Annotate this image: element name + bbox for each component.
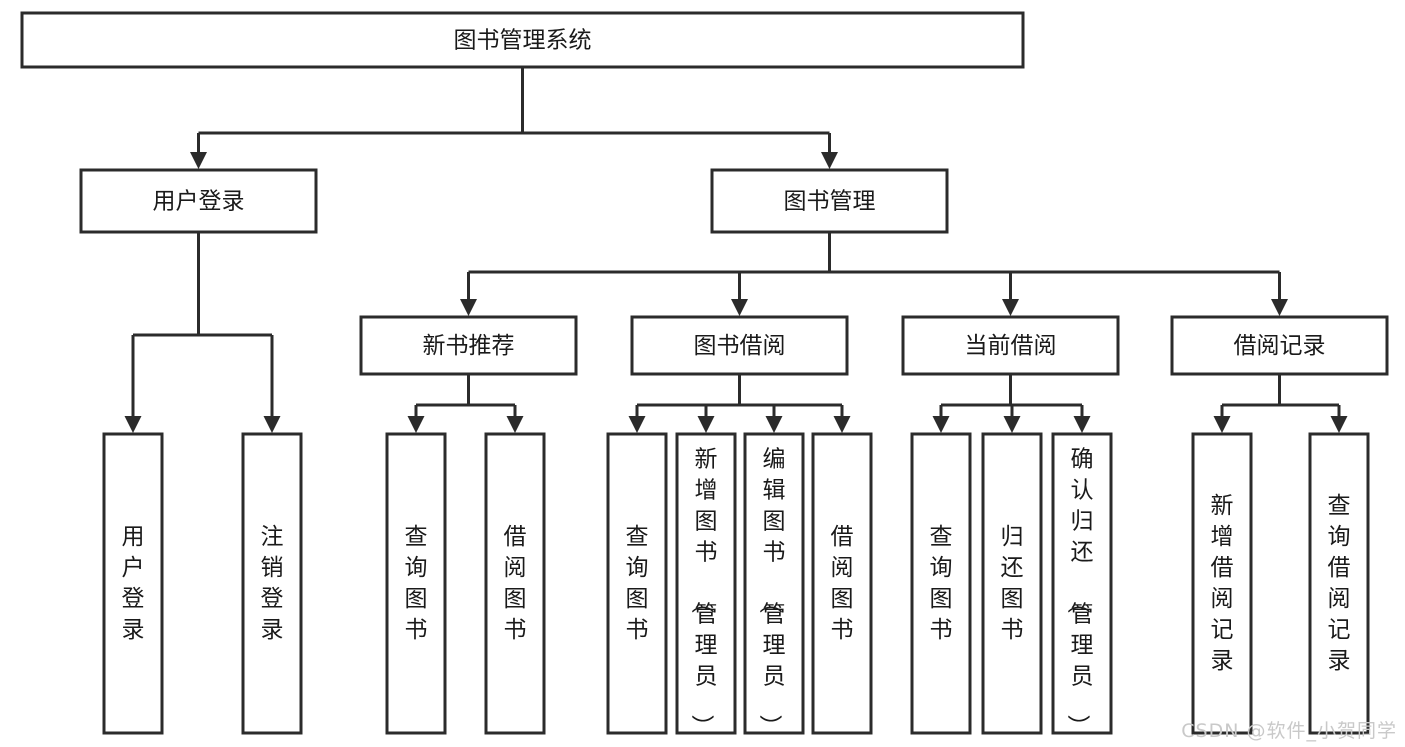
node-leaf-edit-book[interactable]: 编辑图书（管理员）	[743, 432, 805, 738]
arrowhead-icon	[731, 299, 748, 316]
node-new-book-rec[interactable]: 新书推荐	[359, 315, 578, 376]
edge-group-book_borrow	[628, 374, 851, 433]
arrowhead-icon	[506, 416, 524, 433]
edges-layer	[124, 67, 1348, 433]
node-label: 查询图书	[405, 524, 428, 643]
edge-group-book_manage	[460, 232, 1288, 316]
node-box[interactable]	[1170, 315, 1389, 376]
node-box[interactable]	[385, 432, 447, 735]
edge-group-new_book_rec	[407, 374, 524, 433]
edge-group-user_login	[124, 232, 281, 433]
node-label: 新书推荐	[423, 333, 515, 359]
node-box[interactable]	[1308, 432, 1370, 735]
arrowhead-icon	[1003, 416, 1021, 433]
node-leaf-b-book-2[interactable]: 借阅图书	[811, 432, 873, 735]
arrowhead-icon	[833, 416, 851, 433]
node-leaf-add-rec[interactable]: 新增借阅记录	[1191, 432, 1253, 735]
node-label: 归还图书	[1001, 524, 1024, 643]
node-label: 图书管理	[784, 189, 876, 215]
node-label: 图书借阅	[694, 333, 786, 359]
node-label: 确认归还（管理员）	[1065, 447, 1094, 738]
node-box[interactable]	[910, 432, 972, 735]
node-book-borrow[interactable]: 图书借阅	[630, 315, 849, 376]
node-leaf-query-rec[interactable]: 查询借阅记录	[1308, 432, 1370, 735]
node-leaf-confirm[interactable]: 确认归还（管理员）	[1051, 432, 1113, 738]
node-box[interactable]	[743, 432, 805, 735]
node-label: 编辑图书（管理员）	[757, 447, 786, 738]
node-leaf-logout[interactable]: 注销登录	[241, 432, 303, 735]
node-root[interactable]: 图书管理系统	[20, 11, 1025, 69]
node-box[interactable]	[359, 315, 578, 376]
arrowhead-icon	[628, 416, 646, 433]
node-borrow-record[interactable]: 借阅记录	[1170, 315, 1389, 376]
node-label: 借阅记录	[1234, 333, 1326, 359]
node-box[interactable]	[484, 432, 546, 735]
node-box[interactable]	[241, 432, 303, 735]
node-label: 用户登录	[153, 189, 245, 215]
node-box[interactable]	[901, 315, 1120, 376]
node-label: 借阅图书	[504, 524, 527, 643]
node-leaf-return[interactable]: 归还图书	[981, 432, 1043, 735]
arrowhead-icon	[407, 416, 425, 433]
arrowhead-icon	[124, 416, 142, 433]
watermark-text: CSDN @软件_小贺同学	[1181, 720, 1397, 742]
arrowhead-icon	[821, 152, 838, 169]
node-label: 借阅图书	[831, 524, 854, 643]
node-label: 用户登录	[122, 524, 145, 643]
node-box[interactable]	[981, 432, 1043, 735]
arrowhead-icon	[1213, 416, 1231, 433]
node-box[interactable]	[630, 315, 849, 376]
node-box[interactable]	[1191, 432, 1253, 735]
node-leaf-q-book-3[interactable]: 查询图书	[910, 432, 972, 735]
node-box[interactable]	[606, 432, 668, 735]
node-book-manage[interactable]: 图书管理	[710, 168, 949, 234]
node-label: 注销登录	[261, 524, 284, 643]
node-box[interactable]	[20, 11, 1025, 69]
node-label: 新增图书（管理员）	[689, 447, 718, 738]
node-label: 查询借阅记录	[1328, 493, 1351, 674]
arrowhead-icon	[263, 416, 281, 433]
node-current-borrow[interactable]: 当前借阅	[901, 315, 1120, 376]
node-leaf-q-book-2[interactable]: 查询图书	[606, 432, 668, 735]
arrowhead-icon	[697, 416, 715, 433]
node-user-login[interactable]: 用户登录	[79, 168, 318, 234]
edge-group-current_borrow	[932, 374, 1091, 433]
arrowhead-icon	[765, 416, 783, 433]
arrowhead-icon	[1002, 299, 1019, 316]
node-leaf-q-book-1[interactable]: 查询图书	[385, 432, 447, 735]
node-box[interactable]	[710, 168, 949, 234]
arrowhead-icon	[932, 416, 950, 433]
arrowhead-icon	[190, 152, 207, 169]
node-leaf-user-login[interactable]: 用户登录	[102, 432, 164, 735]
node-box[interactable]	[811, 432, 873, 735]
node-label: 当前借阅	[965, 333, 1057, 359]
edge-group-root	[190, 67, 838, 169]
arrowhead-icon	[1330, 416, 1348, 433]
node-box[interactable]	[79, 168, 318, 234]
node-label: 查询图书	[930, 524, 953, 643]
edge-group-borrow_record	[1213, 374, 1348, 433]
node-label: 新增借阅记录	[1211, 493, 1234, 674]
node-box[interactable]	[675, 432, 737, 735]
arrowhead-icon	[1073, 416, 1091, 433]
node-leaf-add-book[interactable]: 新增图书（管理员）	[675, 432, 737, 738]
node-leaf-b-book-1[interactable]: 借阅图书	[484, 432, 546, 735]
arrowhead-icon	[1271, 299, 1288, 316]
node-box[interactable]	[102, 432, 164, 735]
node-label: 图书管理系统	[454, 28, 592, 54]
node-label: 查询图书	[626, 524, 649, 643]
arrowhead-icon	[460, 299, 477, 316]
node-box[interactable]	[1051, 432, 1113, 735]
nodes-layer: 图书管理系统用户登录图书管理新书推荐图书借阅当前借阅借阅记录用户登录注销登录查询…	[20, 11, 1389, 738]
